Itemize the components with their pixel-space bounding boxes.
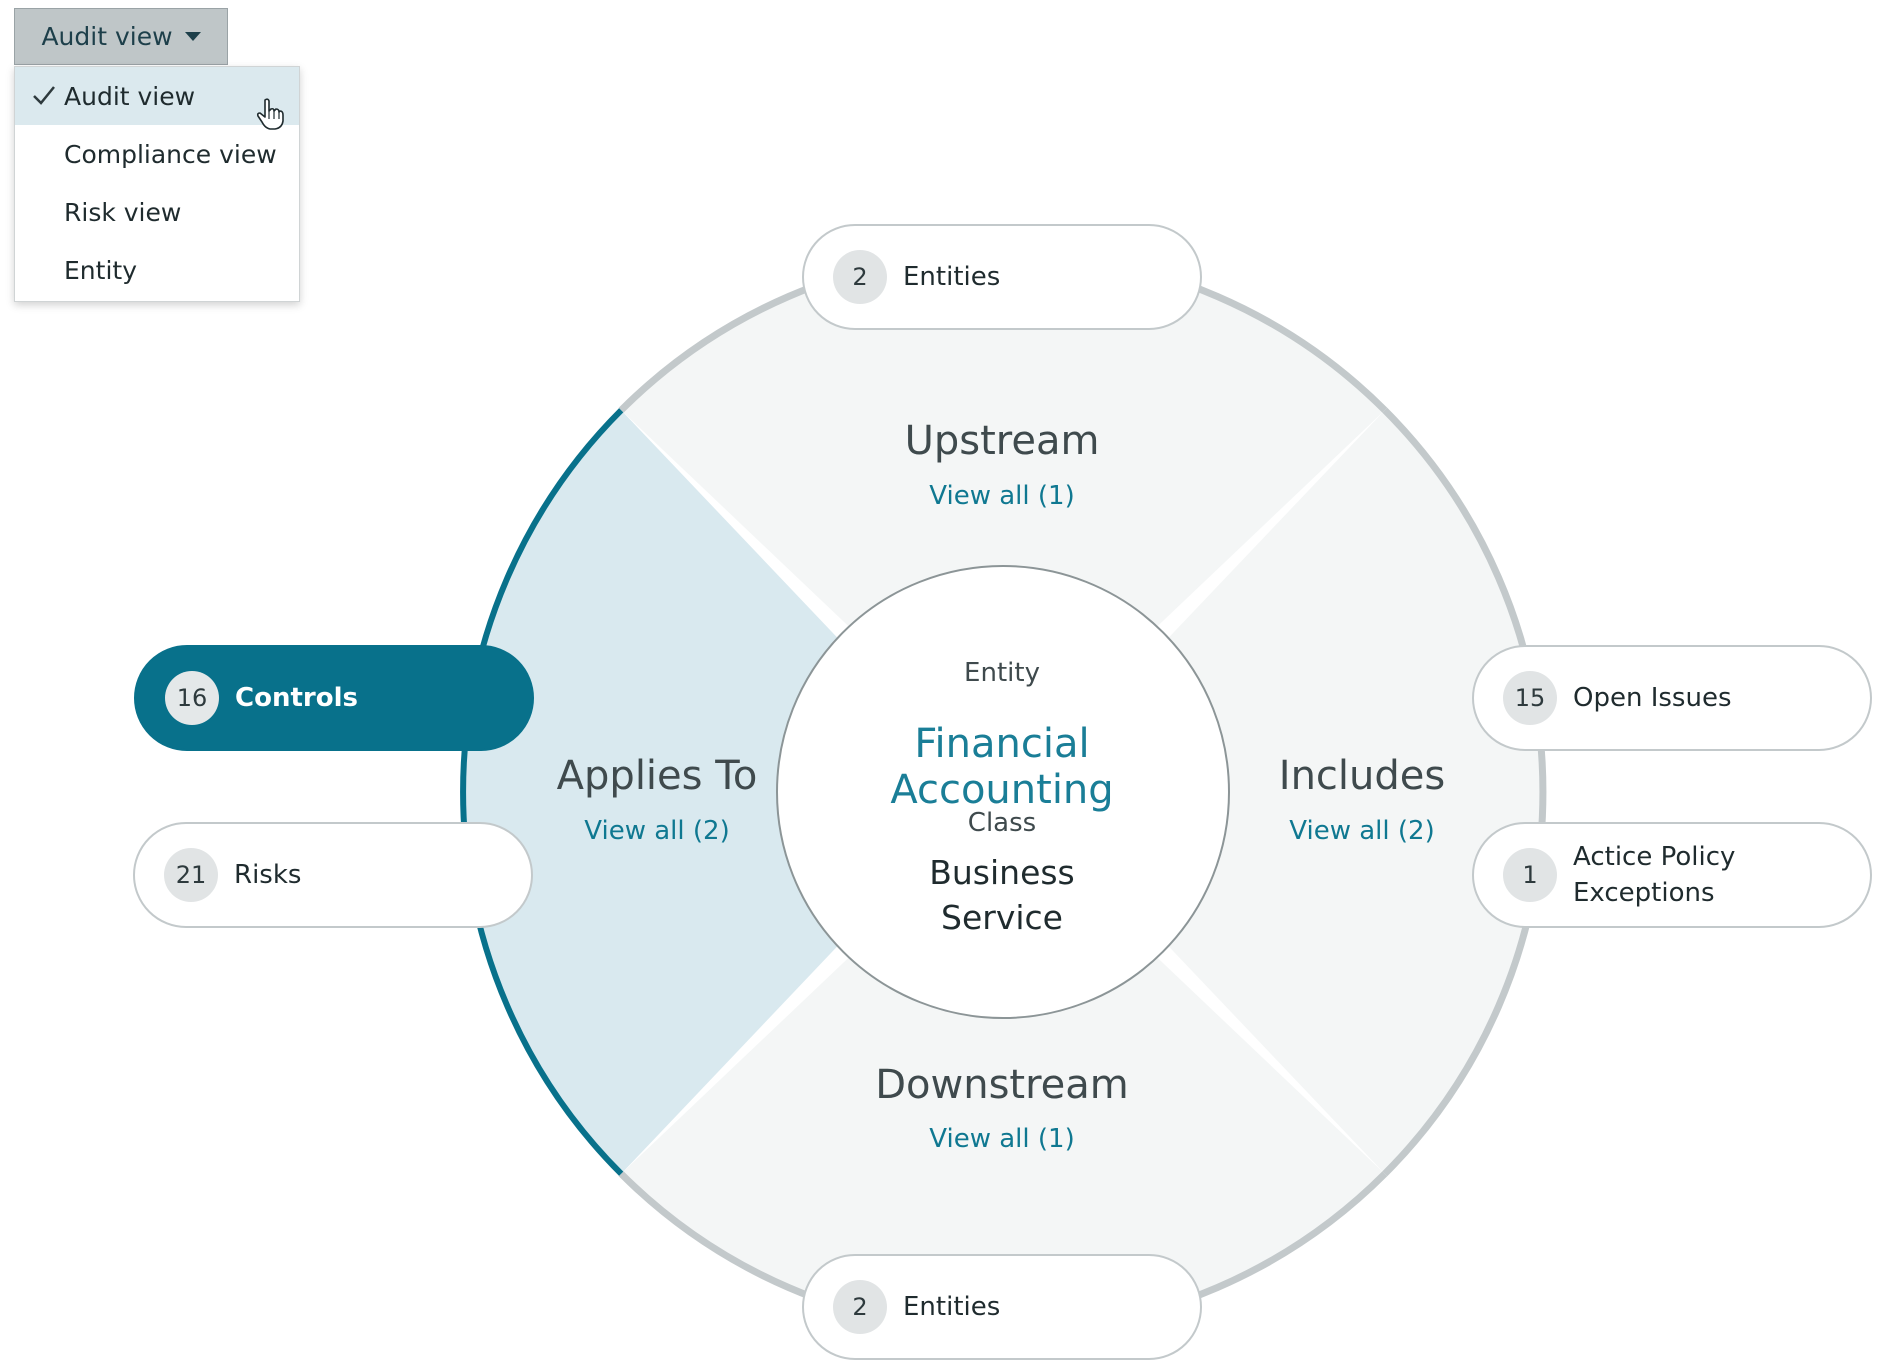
- menu-item-compliance-view[interactable]: Compliance view: [15, 125, 299, 183]
- caret-down-icon: [184, 32, 201, 41]
- pill-label: Entities: [903, 262, 1001, 292]
- includes-view-all-link[interactable]: View all (2): [1289, 816, 1435, 846]
- applies-to-title: Applies To: [556, 753, 758, 799]
- applies-to-sector[interactable]: [463, 410, 985, 1174]
- applies-to-view-all-link[interactable]: View all (2): [584, 816, 730, 846]
- menu-item-audit-view[interactable]: Audit view: [15, 67, 299, 130]
- downstream-entities-pill[interactable]: 2 Entities: [802, 1254, 1202, 1360]
- menu-item-label: Risk view: [64, 197, 182, 227]
- controls-pill[interactable]: 16 Controls: [134, 645, 534, 751]
- open-issues-pill[interactable]: 15 Open Issues: [1472, 645, 1872, 751]
- policy-exceptions-pill[interactable]: 1 Actice Policy Exceptions: [1472, 822, 1872, 928]
- count-badge: 2: [833, 1280, 887, 1334]
- view-dropdown-button[interactable]: Audit view: [14, 8, 228, 65]
- applies-to-arc: [460, 408, 624, 1176]
- center-class-value: Business Service: [929, 853, 1075, 937]
- check-icon: [33, 86, 55, 105]
- upstream-entities-pill[interactable]: 2 Entities: [802, 224, 1202, 330]
- center-entity-circle: [776, 565, 1230, 1019]
- hand-cursor-icon: [256, 98, 284, 130]
- menu-item-risk-view[interactable]: Risk view: [15, 183, 299, 241]
- upstream-sector[interactable]: [621, 252, 1385, 773]
- pill-label: Risks: [234, 860, 302, 890]
- menu-item-entity[interactable]: Entity: [15, 241, 299, 299]
- count-badge: 1: [1503, 848, 1557, 902]
- downstream-view-all-link[interactable]: View all (1): [929, 1124, 1075, 1154]
- pill-label: Actice Policy Exceptions: [1573, 842, 1736, 908]
- center-entity-name: Financial Accounting: [890, 721, 1114, 813]
- center-entity-label: Entity: [964, 658, 1040, 688]
- upstream-view-all-link[interactable]: View all (1): [929, 481, 1075, 511]
- upstream-title: Upstream: [904, 418, 1100, 464]
- includes-sector[interactable]: [1022, 410, 1543, 1174]
- view-dropdown-menu: Audit view Compliance view Risk view Ent…: [14, 66, 300, 302]
- count-badge: 2: [833, 250, 887, 304]
- count-badge: 15: [1503, 671, 1557, 725]
- risks-pill[interactable]: 21 Risks: [133, 822, 533, 928]
- includes-arc: [1382, 407, 1547, 1177]
- pill-label: Open Issues: [1573, 683, 1732, 713]
- count-badge: 16: [165, 671, 219, 725]
- view-dropdown-label: Audit view: [41, 22, 173, 51]
- downstream-title: Downstream: [875, 1062, 1129, 1108]
- downstream-sector[interactable]: [621, 811, 1385, 1332]
- includes-title: Includes: [1278, 753, 1446, 799]
- pill-label: Entities: [903, 1292, 1001, 1322]
- menu-item-label: Compliance view: [64, 139, 277, 169]
- menu-item-label: Audit view: [64, 81, 196, 111]
- pill-label: Controls: [235, 683, 358, 713]
- center-class-label: Class: [967, 808, 1037, 838]
- count-badge: 21: [164, 848, 218, 902]
- menu-item-label: Entity: [64, 255, 137, 285]
